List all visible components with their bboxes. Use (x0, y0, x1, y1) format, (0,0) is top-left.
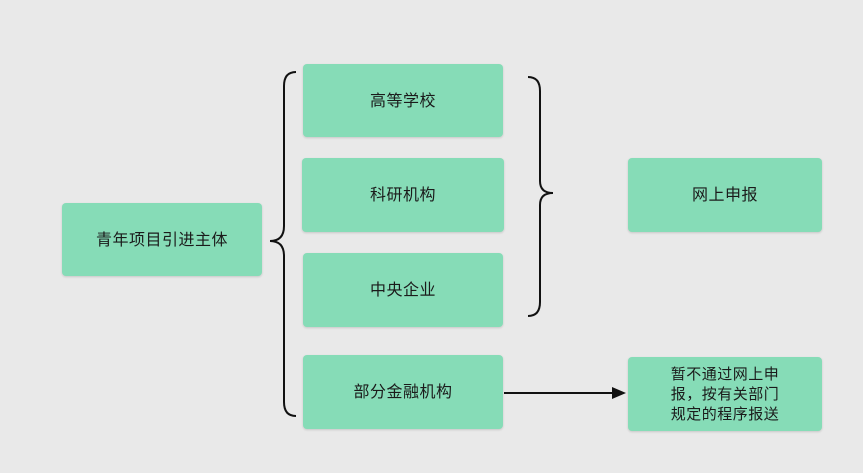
entity-label: 高等学校 (369, 90, 436, 110)
offline-procedure-label: 暂不通过网上申报，按有关部门规定的程序报送 (670, 365, 780, 423)
online-application-box: 网上申报 (628, 158, 822, 232)
entity-box-financial-institutions: 部分金融机构 (303, 355, 503, 429)
entity-label: 部分金融机构 (353, 382, 453, 401)
offline-procedure-box: 暂不通过网上申报，按有关部门规定的程序报送 (628, 357, 822, 431)
entity-box-central-enterprises: 中央企业 (303, 253, 503, 327)
left-brace (269, 71, 297, 417)
entity-label: 中央企业 (369, 280, 436, 299)
arrow-head (612, 387, 626, 399)
root-entity-box: 青年项目引进主体 (62, 203, 262, 276)
online-application-label: 网上申报 (691, 185, 758, 204)
entity-box-universities: 高等学校 (303, 64, 503, 137)
right-brace (527, 76, 554, 317)
entity-label: 科研机构 (369, 185, 436, 204)
root-entity-label: 青年项目引进主体 (95, 229, 228, 249)
entity-box-research-institutes: 科研机构 (302, 158, 504, 232)
